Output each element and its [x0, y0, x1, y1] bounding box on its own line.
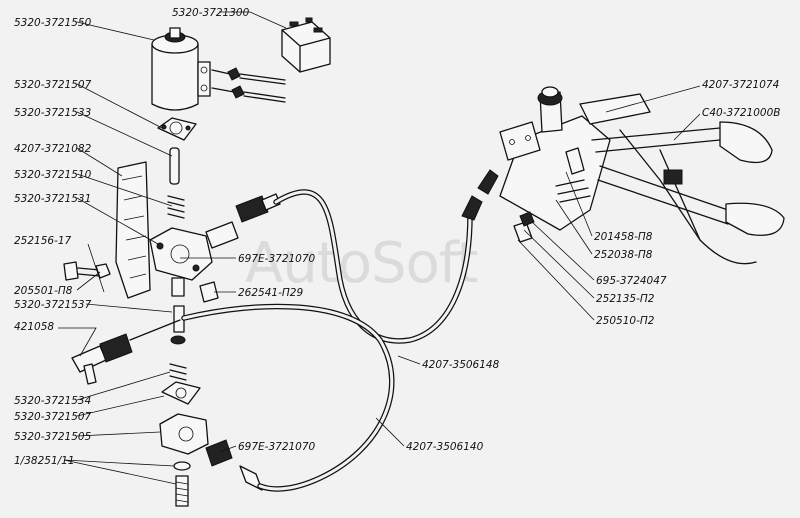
washer-and-bolt [173, 461, 191, 507]
label-5320-3721533: 5320-3721533 [14, 107, 91, 119]
leader-lines [58, 11, 701, 485]
label-5320-3721300: 5320-3721300 [172, 7, 250, 19]
label-5320-3721537: 5320-3721537 [14, 299, 92, 311]
spring-top [167, 195, 185, 219]
bolt-and-nut-left [63, 261, 111, 281]
valve-body-top [149, 227, 213, 297]
label-697e-3721070-bottom: 697Е-3721070 [238, 441, 316, 453]
label-252038-p8: 252038-П8 [594, 249, 653, 261]
relay [281, 17, 331, 73]
solenoid-valve [151, 27, 286, 111]
valve-body-bottom [159, 413, 209, 455]
gasket-top [157, 117, 197, 141]
part-labels: 5320-3721550 5320-3721300 5320-3721507 5… [14, 7, 780, 467]
label-5320-3721507-top: 5320-3721507 [14, 79, 92, 91]
label-4207-3721082: 4207-3721082 [14, 143, 92, 155]
label-421058: 421058 [14, 321, 54, 333]
watermark: AutoSoft [245, 231, 478, 296]
fitting-top-right [205, 193, 281, 249]
fitting-bottom [205, 439, 263, 491]
label-640-3721000v: С40-3721000В [702, 107, 780, 119]
label-5320-3721534: 5320-3721534 [14, 395, 91, 407]
tee-fitting [71, 319, 181, 385]
label-695-3724047: 695-3724047 [596, 275, 667, 287]
label-262541-p29: 262541-П29 [238, 287, 303, 299]
label-5320-3721531: 5320-3721531 [14, 193, 91, 205]
spring-bottom [169, 363, 187, 381]
label-201458-p8: 201458-П8 [594, 231, 653, 243]
label-5320-3721507-bottom: 5320-3721507 [14, 411, 92, 423]
ring [170, 335, 186, 345]
label-5320-3721550: 5320-3721550 [14, 17, 92, 29]
label-252156-17: 252156-17 [14, 235, 72, 247]
label-205501-p8: 205501-П8 [14, 285, 73, 297]
label-697e-3721070-top: 697Е-3721070 [238, 253, 316, 265]
label-5320-3721505: 5320-3721505 [14, 431, 92, 443]
gasket-bottom [161, 381, 201, 405]
bolt-262541 [199, 281, 219, 303]
label-4207-3506140: 4207-3506140 [406, 441, 484, 453]
label-4207-3721074: 4207-3721074 [702, 79, 779, 91]
hose-4207-3506140 [181, 303, 395, 492]
valve-stem [169, 147, 180, 185]
label-4207-3506148: 4207-3506148 [422, 359, 500, 371]
label-250510-p2: 250510-П2 [596, 315, 655, 327]
label-252135-p2: 252135-П2 [596, 293, 655, 305]
label-5320-3721510: 5320-3721510 [14, 169, 92, 181]
label-1-38251-11: 1/38251/11 [14, 455, 75, 467]
